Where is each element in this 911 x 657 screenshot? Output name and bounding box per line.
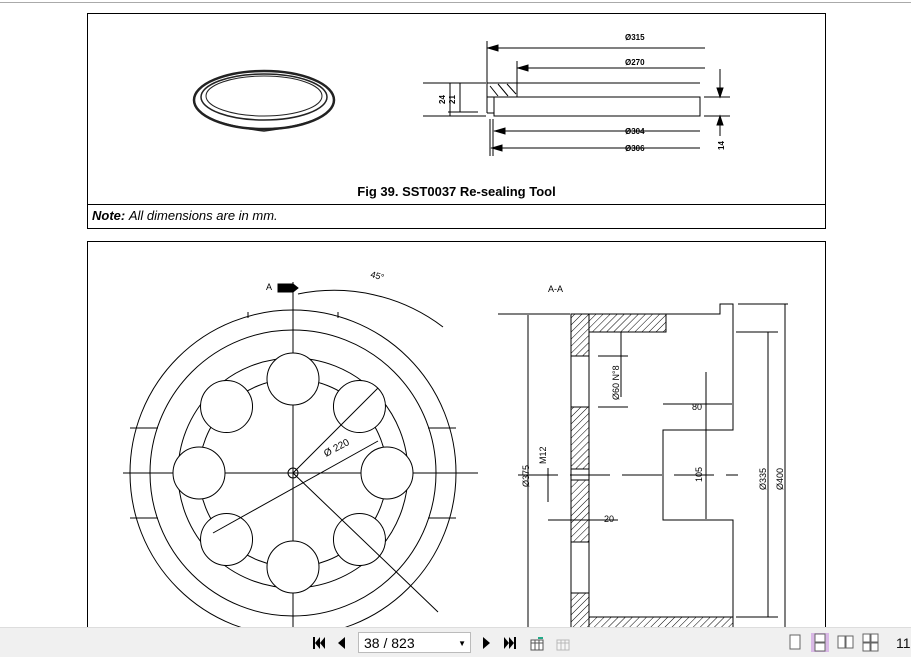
first-page-button[interactable] — [311, 634, 327, 652]
facing-view-button[interactable] — [836, 633, 854, 652]
bolt-hole — [172, 446, 226, 500]
section-marker: A — [266, 282, 272, 292]
note-text: All dimensions are in mm. — [128, 208, 278, 223]
continuous-facing-view-button[interactable] — [861, 633, 879, 652]
last-page-button[interactable] — [502, 634, 518, 652]
dim-d375: Ø375 — [521, 465, 531, 487]
dim-w80: 80 — [692, 402, 702, 412]
bolt-hole — [200, 380, 254, 434]
next-page-button[interactable] — [480, 634, 492, 652]
dim-d304: Ø304 — [625, 127, 645, 136]
resealing-tool-drawing: Ø315 Ø270 Ø304 Ø306 24 21 14 — [192, 33, 730, 156]
go-back-view-icon[interactable] — [528, 634, 546, 652]
dim-h105: 105 — [694, 467, 704, 482]
bolt-hole — [200, 512, 254, 566]
section-view — [498, 303, 788, 635]
ring-section-drawing — [423, 41, 730, 156]
bolt-hole — [360, 446, 414, 500]
note-label: Note: — [92, 208, 126, 223]
go-forward-view-icon[interactable] — [554, 634, 572, 652]
dim-h24: 24 — [438, 95, 447, 104]
dim-h14: 14 — [717, 141, 726, 150]
dim-d270: Ø270 — [625, 58, 645, 67]
figure-39-panel: Ø315 Ø270 Ø304 Ø306 24 21 14 Fig 39. SST… — [87, 13, 826, 229]
continuous-view-button[interactable] — [811, 633, 829, 652]
bolt-hole — [266, 352, 320, 406]
dim-d400: Ø400 — [775, 468, 785, 490]
dim-h21: 21 — [448, 95, 457, 104]
page-number-input[interactable]: 38 / 823 ▼ — [358, 632, 471, 653]
single-page-view-button[interactable] — [786, 633, 804, 652]
pitch-diameter-label: Ø 220 — [322, 437, 352, 460]
tool-drawing-panel: A 45° Ø 220 A-A Ø375 Ø60 N — [87, 241, 826, 642]
plate-drawing: A 45° Ø 220 A-A Ø375 Ø60 N — [123, 269, 788, 642]
dim-d335: Ø335 — [758, 468, 768, 490]
bolt-hole — [266, 540, 320, 594]
note-row: Note: All dimensions are in mm. — [88, 204, 825, 229]
window-top-border — [0, 0, 911, 3]
viewer-toolbar: 38 / 823 ▼ 11 — [0, 627, 911, 657]
section-title: A-A — [548, 284, 563, 294]
prev-page-button[interactable] — [336, 634, 348, 652]
front-view — [123, 282, 478, 642]
zoom-level[interactable]: 11 — [896, 635, 911, 651]
dim-d315: Ø315 — [625, 33, 645, 42]
dim-w20: 20 — [604, 514, 614, 524]
bolt-hole — [332, 512, 386, 566]
dim-d306: Ø306 — [625, 144, 645, 153]
ring-illustration — [192, 69, 336, 132]
figure-caption: Fig 39. SST0037 Re-sealing Tool — [357, 184, 556, 199]
page-number-value: 38 / 823 — [364, 635, 415, 651]
dim-holes: Ø60 N°8 — [611, 365, 621, 400]
dim-m12: M12 — [538, 446, 548, 464]
angle-label: 45° — [369, 269, 385, 282]
dropdown-arrow-icon[interactable]: ▼ — [458, 639, 466, 648]
